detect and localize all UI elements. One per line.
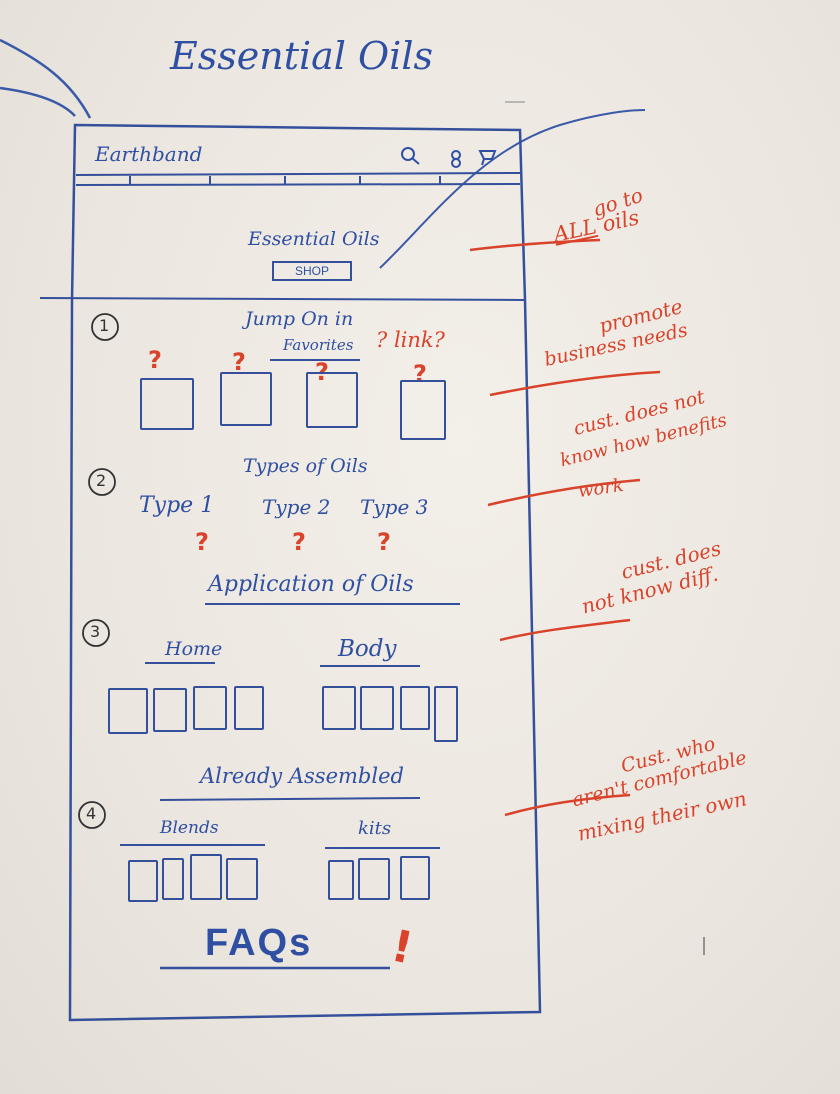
product-card[interactable] — [220, 372, 272, 426]
blends-label[interactable]: Blends — [160, 818, 219, 838]
hero-heading: Essential Oils — [248, 228, 380, 250]
kits-label[interactable]: kits — [358, 818, 392, 839]
assembled-heading: Already Assembled — [200, 764, 404, 788]
product-card[interactable] — [400, 380, 446, 440]
product-card[interactable] — [306, 372, 358, 428]
board-title: Essential Oils — [170, 34, 433, 78]
body-label[interactable]: Body — [338, 636, 397, 662]
cart-icon[interactable] — [478, 148, 498, 166]
question-mark: ? — [148, 346, 162, 374]
product-card[interactable] — [400, 686, 430, 730]
product-card[interactable] — [140, 378, 194, 430]
product-card[interactable] — [358, 858, 390, 900]
brand-logo[interactable]: Earthband — [95, 142, 203, 166]
section-number-4: 4 — [86, 804, 97, 823]
product-card[interactable] — [322, 686, 356, 730]
product-card[interactable] — [400, 856, 430, 900]
product-card[interactable] — [193, 686, 227, 730]
favorites-heading-line2: Favorites — [283, 336, 354, 354]
shop-button[interactable]: SHOP — [272, 261, 352, 281]
search-icon[interactable] — [400, 146, 422, 166]
product-card[interactable] — [108, 688, 148, 734]
type-link-1[interactable]: Type 1 — [139, 493, 215, 518]
favorites-heading-line1: Jump On in — [245, 308, 354, 330]
question-mark: ? — [377, 528, 391, 556]
question-mark: ? — [195, 528, 209, 556]
product-card[interactable] — [190, 854, 222, 900]
product-card[interactable] — [234, 686, 264, 730]
user-icon[interactable] — [448, 150, 464, 168]
types-heading: Types of Oils — [243, 455, 368, 477]
product-card[interactable] — [328, 860, 354, 900]
question-mark: ? — [232, 348, 246, 376]
application-heading: Application of Oils — [208, 572, 414, 597]
product-card[interactable] — [153, 688, 187, 732]
product-card[interactable] — [162, 858, 184, 900]
section-number-2: 2 — [96, 471, 107, 490]
section-number-3: 3 — [90, 622, 101, 641]
type-link-2[interactable]: Type 2 — [262, 495, 331, 519]
question-mark: ? — [292, 528, 306, 556]
product-card[interactable] — [434, 686, 458, 742]
home-label[interactable]: Home — [165, 638, 223, 660]
link-question-note: ? link? — [376, 328, 445, 352]
type-link-3[interactable]: Type 3 — [360, 495, 429, 519]
product-card[interactable] — [128, 860, 158, 902]
faqs-link[interactable]: FAQs — [205, 922, 313, 964]
product-card[interactable] — [226, 858, 258, 900]
product-card[interactable] — [360, 686, 394, 730]
section-number-1: 1 — [99, 316, 110, 335]
